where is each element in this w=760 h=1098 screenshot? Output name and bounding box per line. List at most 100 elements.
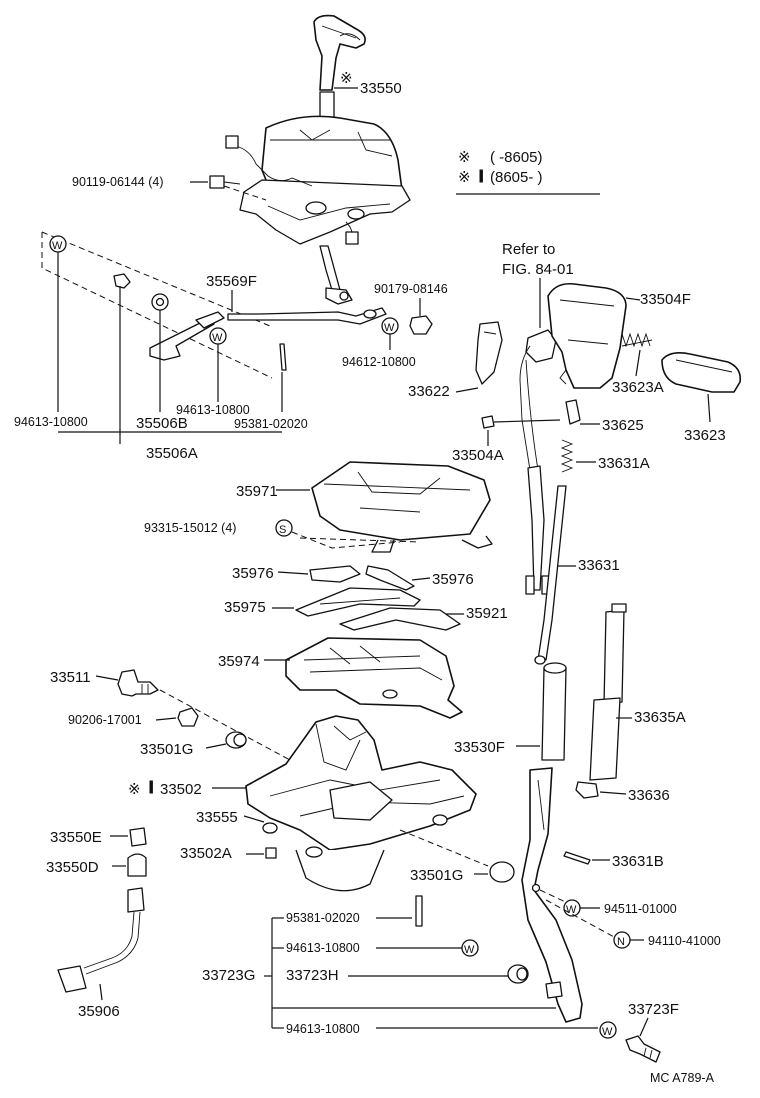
part-label: 35974 <box>218 653 260 670</box>
linkage-group-35506A: W W <box>41 231 387 444</box>
cover-33622: 33622 <box>408 321 503 400</box>
part-label: 94613-10800 <box>176 403 250 417</box>
part-label: 35506B <box>136 415 188 432</box>
part-label: 33530F <box>454 739 505 756</box>
callout-94511-94110: W 94511-01000 N 94110-41000 <box>539 889 721 949</box>
part-label: 94613-10800 <box>14 415 88 429</box>
part-label: 33555 <box>196 809 238 826</box>
cover-33635A: 33635A <box>589 603 686 781</box>
part-label: 33550D <box>46 859 99 876</box>
spring-33623A: 33623A <box>612 332 664 396</box>
washer-w-icon: W <box>566 904 577 916</box>
cover-35971: 35971 <box>236 461 493 553</box>
washer-w-icon: W <box>602 1026 613 1038</box>
part-label: 35569F <box>206 273 257 290</box>
part-label: 33723G <box>202 967 255 984</box>
part-label: 90179-08146 <box>374 282 448 296</box>
note-mark-icon: ※ <box>458 169 471 186</box>
part-label: 33511 <box>50 669 91 686</box>
rod-33631: 33631 <box>534 485 620 665</box>
legend-range-1: ( -8605) <box>490 149 543 166</box>
callout-33550: ※ 33550 <box>334 70 402 97</box>
callout-33502A: 33502A <box>180 845 277 862</box>
callout-33555: 33555 <box>196 809 265 826</box>
part-label: 35975 <box>224 599 266 616</box>
callout-93315: 93315-15012 (4) S <box>144 519 421 549</box>
callout-90119: 90119-06144 (4) <box>72 175 267 201</box>
part-label: 93315-15012 (4) <box>144 521 236 535</box>
switch-35906: 33550E 33550D 35906 <box>46 827 147 1020</box>
note-mark-icon: ※ <box>458 149 471 166</box>
washer-w-icon: W <box>384 322 395 334</box>
part-label: 35976 <box>432 571 474 588</box>
part-label: 35976 <box>232 565 274 582</box>
part-label: 94613-10800 <box>286 941 360 955</box>
washer-w-icon: W <box>212 332 223 344</box>
bolt-33511: 33511 <box>50 669 291 761</box>
part-label: 33501G <box>140 741 193 758</box>
tube-33530F: 33530F <box>454 662 567 761</box>
button-33623: 33623 <box>661 352 742 444</box>
part-label: 95381-02020 <box>234 417 308 431</box>
legend-range-2: (8605- ) <box>490 169 543 186</box>
refer-text-2: FIG. 84-01 <box>502 261 574 278</box>
callout-refer: Refer to FIG. 84-01 <box>502 241 574 328</box>
base-33502: ※ 33502 <box>128 715 477 892</box>
plates-35975-35921: 35975 35921 <box>224 587 508 631</box>
part-label: 94612-10800 <box>342 355 416 369</box>
part-label: 33723F <box>628 1001 679 1018</box>
shift-lever-assembly <box>225 14 411 305</box>
part-label: 33550E <box>50 829 102 846</box>
screw-33504A: 33504A <box>452 415 561 464</box>
nut-90206: 90206-17001 <box>68 707 199 727</box>
bolt-33723F: 33723F <box>625 1001 679 1063</box>
plates-35976: 35976 35976 <box>232 565 474 591</box>
part-label: 33502 <box>160 781 202 798</box>
part-label: 33623A <box>612 379 664 396</box>
bushing-33501G-lower: 33501G <box>399 829 515 884</box>
catalog-code: MC A789-A <box>650 1071 715 1085</box>
group-33723G: 95381-02020 94613-10800 W 33723G 33723H … <box>202 895 617 1039</box>
part-label: 94613-10800 <box>286 1022 360 1036</box>
washer-w-icon: W <box>52 240 63 252</box>
part-label: 35971 <box>236 483 278 500</box>
spring-33631A: 33631A <box>560 439 650 473</box>
note-mark-icon: ※ <box>340 70 353 87</box>
part-label: 33504A <box>452 447 504 464</box>
spring-washer-s-icon: S <box>279 524 286 536</box>
part-label: 33723H <box>286 967 339 984</box>
housing-35974: 35974 <box>218 637 463 719</box>
part-label: 90206-17001 <box>68 713 142 727</box>
nut-n-icon: N <box>617 936 625 948</box>
legend: ※ ( -8605) ※ (8605- ) <box>456 149 600 195</box>
part-label: 33623 <box>684 427 726 444</box>
part-label: 94110-41000 <box>648 934 721 948</box>
part-label: 33550 <box>360 80 402 97</box>
pin-33625: 33625 <box>565 399 644 434</box>
callout-35569F: 35569F <box>206 273 257 312</box>
part-label: 33636 <box>628 787 670 804</box>
knob-33504F: 33504F <box>547 282 691 389</box>
part-label: 33631A <box>598 455 650 472</box>
callout-90179-94612: 90179-08146 W 94612-10800 <box>342 282 448 369</box>
part-label: 33502A <box>180 845 232 862</box>
part-label: 33635A <box>634 709 686 726</box>
washer-w-icon: W <box>464 944 475 956</box>
refer-text-1: Refer to <box>502 241 555 258</box>
part-label: 35506A <box>146 445 198 462</box>
clip-33636: 33636 <box>575 781 670 804</box>
note-mark-icon: ※ <box>128 781 141 798</box>
bushing-33501G-upper: 33501G <box>140 731 247 758</box>
part-label: 33622 <box>408 383 450 400</box>
part-label: 90119-06144 (4) <box>72 175 164 189</box>
lower-lever <box>521 767 583 1023</box>
part-label: 95381-02020 <box>286 911 360 925</box>
part-label: 33504F <box>640 291 691 308</box>
part-label: 35921 <box>466 605 508 622</box>
part-label: 33631 <box>578 557 620 574</box>
part-label: 35906 <box>78 1003 120 1020</box>
pin-33631B: 33631B <box>563 851 664 870</box>
part-label: 33625 <box>602 417 644 434</box>
part-label: 94511-01000 <box>604 902 677 916</box>
